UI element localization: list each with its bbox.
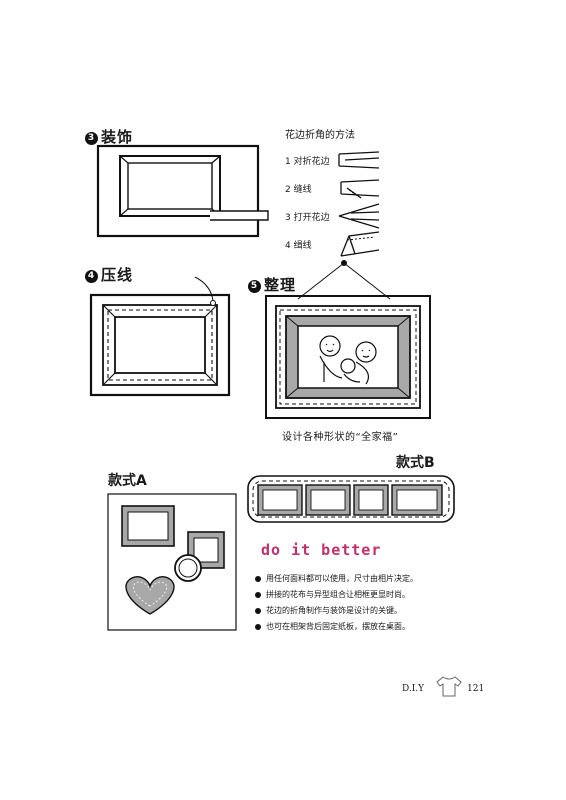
tshirt-icon [436, 676, 462, 697]
tip-item-1: 用任何面料都可以使用，尺寸由相片决定。 [255, 573, 418, 584]
fold-step-1-diagram [338, 151, 380, 169]
page-number: 121 [467, 684, 485, 694]
tip-text-2: 拼接的花布与异型组合让相框更显时尚。 [266, 590, 410, 599]
step-4-number: 4 [85, 270, 98, 283]
finished-photo-frame [265, 295, 431, 419]
step-5-number: 5 [248, 280, 261, 293]
step-3-title: 装饰 [101, 128, 134, 146]
corner-callout-lines [297, 260, 391, 300]
step-4-title: 压线 [101, 266, 134, 284]
footer-label: D.I.Y [402, 684, 425, 694]
variant-a-label: 款式A [108, 473, 147, 489]
corner-step-3: 3 打开花边 [285, 213, 330, 223]
tip-text-1: 用任何面料都可以使用，尺寸由相片决定。 [266, 574, 418, 583]
fold-step-4-diagram [340, 231, 380, 257]
bullet-icon [255, 607, 261, 614]
tip-text-3: 花边的折角制作与装饰是设计的关键。 [266, 606, 402, 615]
family-sketch [319, 335, 377, 385]
tip-item-3: 花边的折角制作与装饰是设计的关键。 [255, 605, 402, 616]
variant-a-illustration [107, 493, 237, 631]
fold-step-3-diagram [338, 203, 380, 229]
bullet-icon [255, 623, 261, 630]
tip-text-4: 也可在相架背后固定纸板，摆放在桌面。 [266, 622, 410, 631]
press-line-frame-illustration [89, 276, 231, 397]
variant-b-label: 款式B [396, 455, 435, 471]
corner-step-2: 2 缝线 [285, 185, 312, 195]
bullet-icon [255, 575, 261, 582]
fold-step-2-diagram [340, 179, 380, 199]
step-5-title: 整理 [264, 276, 297, 294]
frame-caption: 设计各种形状的“全家福” [282, 432, 399, 443]
decorate-frame-illustration [96, 144, 269, 238]
bullet-icon [255, 591, 261, 598]
corner-step-4: 4 缉线 [285, 241, 312, 251]
corner-method-title: 花边折角的方法 [285, 130, 355, 141]
step-3-number: 3 [85, 132, 98, 145]
corner-step-1: 1 对折花边 [285, 157, 330, 167]
tip-item-2: 拼接的花布与异型组合让相框更显时尚。 [255, 589, 410, 600]
variant-b-illustration [247, 475, 455, 523]
tip-item-4: 也可在相架背后固定纸板，摆放在桌面。 [255, 621, 410, 632]
tips-title: do it better [261, 541, 382, 559]
